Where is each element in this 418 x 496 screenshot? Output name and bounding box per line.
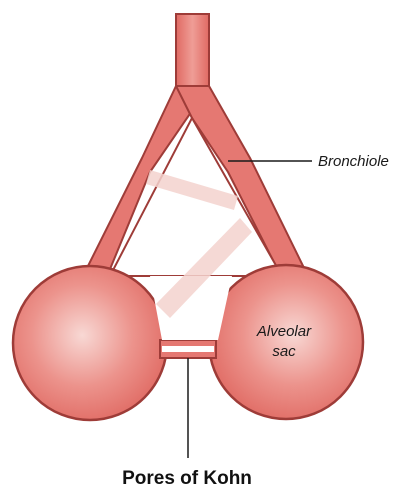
alveolar-sac-label-line2: sac — [272, 343, 296, 360]
bronchiole-stem — [176, 14, 209, 86]
right-alveolar-sac — [209, 265, 363, 419]
bronchiole-label: Bronchiole — [318, 153, 389, 170]
pore-opening — [162, 346, 214, 352]
left-alveolar-sac — [13, 266, 167, 420]
pores-of-kohn-label: Pores of Kohn — [122, 468, 252, 489]
alveolar-sac-label-line1: Alveolar — [256, 323, 312, 340]
